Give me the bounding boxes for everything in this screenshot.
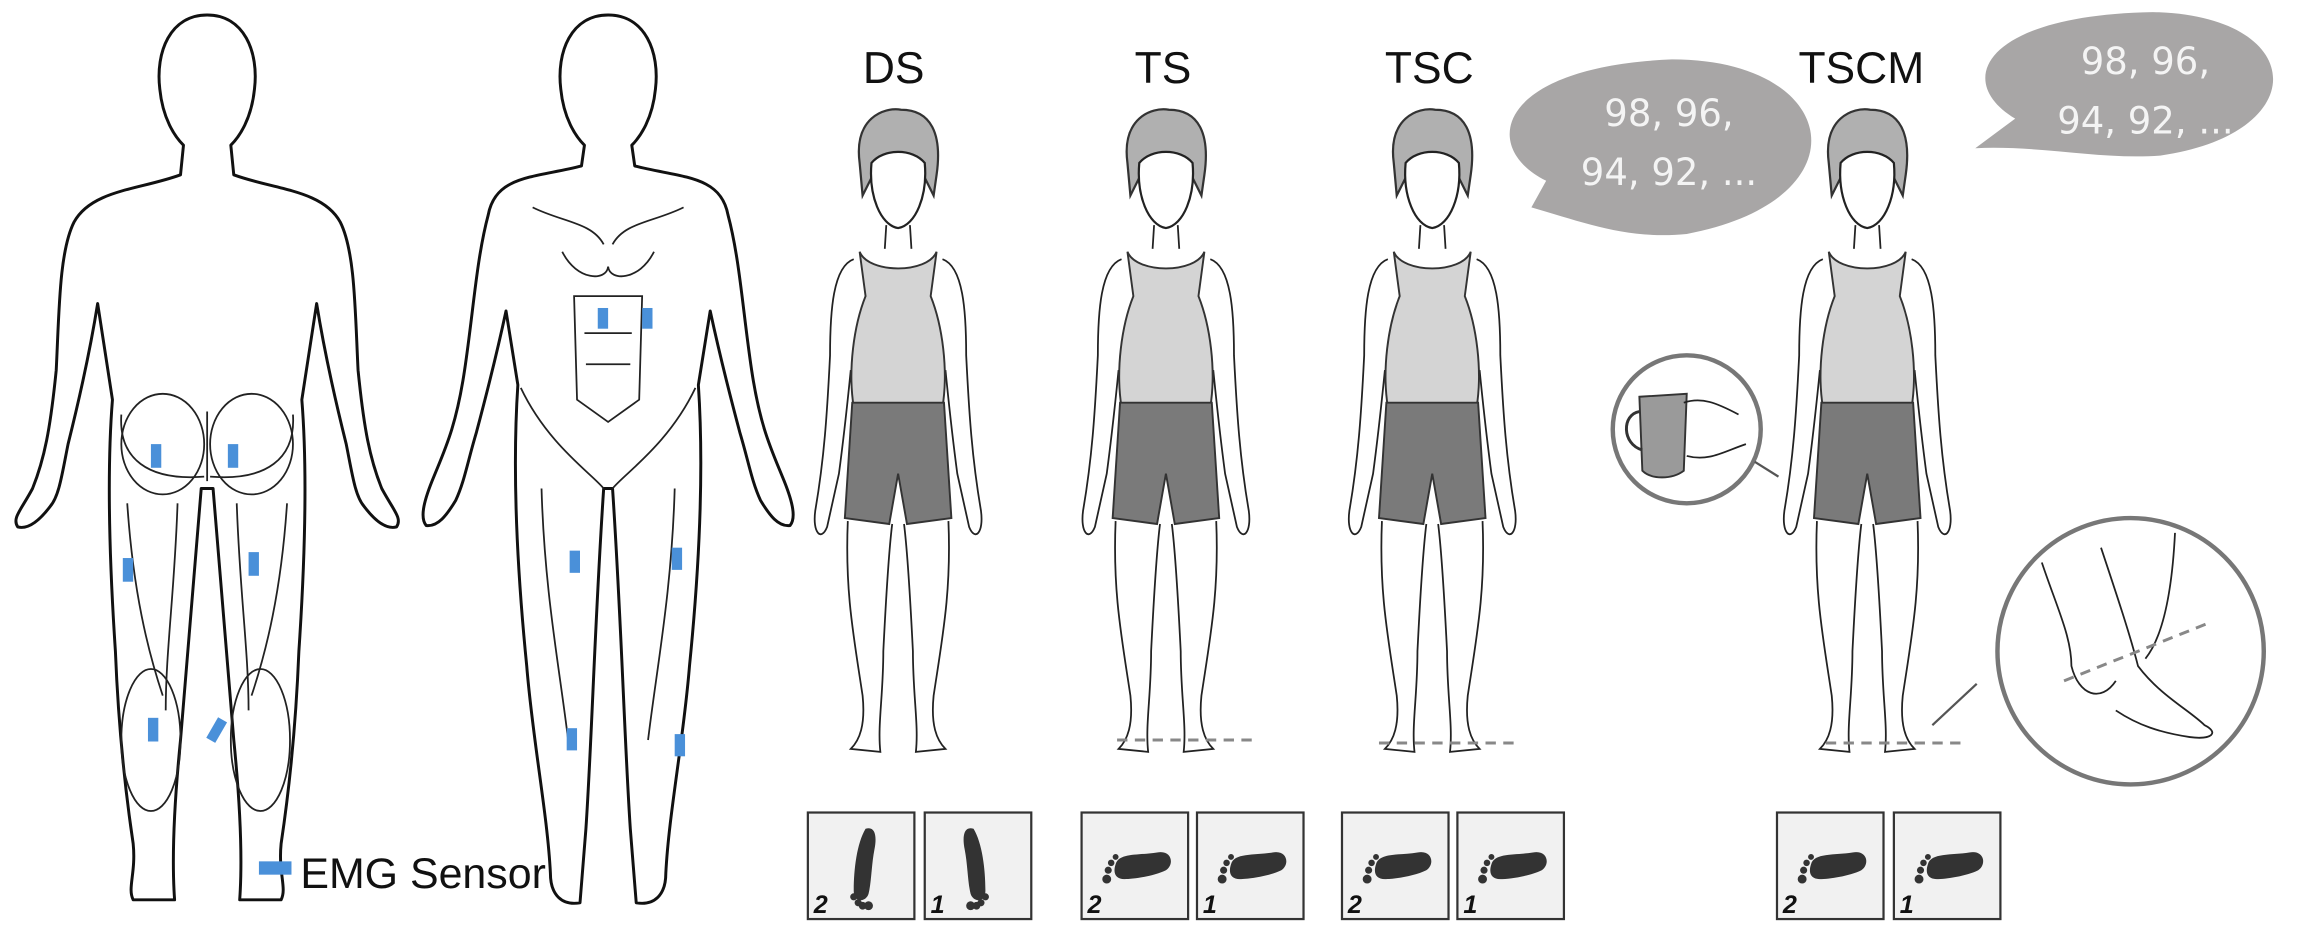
cup-inset xyxy=(1610,353,1780,506)
emg-sensor xyxy=(206,717,228,743)
svg-text:98, 96,: 98, 96, xyxy=(1604,92,1733,135)
emg-sensor xyxy=(566,728,578,751)
tandem-lines xyxy=(1117,738,1962,745)
emg-sensor xyxy=(122,558,134,582)
woman-figure-ds xyxy=(813,108,983,753)
svg-text:2: 2 xyxy=(1087,891,1102,919)
woman-figure-tsc xyxy=(1347,108,1517,753)
condition-label-ts: TS xyxy=(1135,44,1192,93)
condition-label-tsc: TSC xyxy=(1385,44,1474,93)
emg-sensor xyxy=(642,307,653,329)
svg-text:94, 92, ...: 94, 92, ... xyxy=(1581,151,1757,194)
foot-inset xyxy=(1931,515,2266,787)
speech-bubble-tscm: 98, 96, 94, 92, ... xyxy=(1975,12,2274,157)
svg-text:98, 96,: 98, 96, xyxy=(2081,40,2210,83)
emg-sensors-back xyxy=(122,444,259,743)
emg-sensor xyxy=(671,547,683,570)
woman-figure-tscm xyxy=(1782,108,1952,753)
legend-label: EMG Sensor xyxy=(300,850,546,898)
woman-figure-ts xyxy=(1081,108,1251,753)
cup-icon xyxy=(1638,392,1688,479)
emg-sensor xyxy=(248,552,259,576)
speech-bubble-tsc: 98, 96, 94, 92, ... xyxy=(1509,59,1812,236)
svg-text:2: 2 xyxy=(1782,891,1797,919)
foot-boxes-tsc: 2 1 xyxy=(1342,813,1564,920)
svg-text:1: 1 xyxy=(1900,891,1914,919)
svg-text:1: 1 xyxy=(1463,891,1477,919)
foot-boxes-ts: 2 1 xyxy=(1082,813,1304,920)
svg-text:2: 2 xyxy=(1347,891,1362,919)
condition-label-ds: DS xyxy=(863,44,925,93)
arrow-icon xyxy=(1754,460,1780,478)
foot-boxes-ds: 2 1 xyxy=(808,813,1031,920)
foot-boxes-tscm: 2 1 xyxy=(1777,813,2000,920)
emg-sensor xyxy=(597,307,609,329)
svg-text:2: 2 xyxy=(813,891,828,919)
legend: EMG Sensor xyxy=(258,850,546,898)
emg-sensor xyxy=(227,444,239,468)
legend-swatch xyxy=(258,861,292,875)
body-front-view xyxy=(421,13,795,905)
svg-text:1: 1 xyxy=(931,891,945,919)
emg-sensor xyxy=(569,550,580,573)
emg-sensor xyxy=(150,444,162,468)
svg-text:94, 92, ...: 94, 92, ... xyxy=(2057,99,2233,142)
emg-sensors-front xyxy=(566,307,686,757)
arrow-icon xyxy=(1931,682,1978,727)
svg-text:1: 1 xyxy=(1203,891,1217,919)
body-back-view xyxy=(14,13,400,902)
emg-sensor xyxy=(147,717,159,742)
condition-label-tscm: TSCM xyxy=(1798,44,1924,93)
emg-sensor xyxy=(674,734,686,757)
